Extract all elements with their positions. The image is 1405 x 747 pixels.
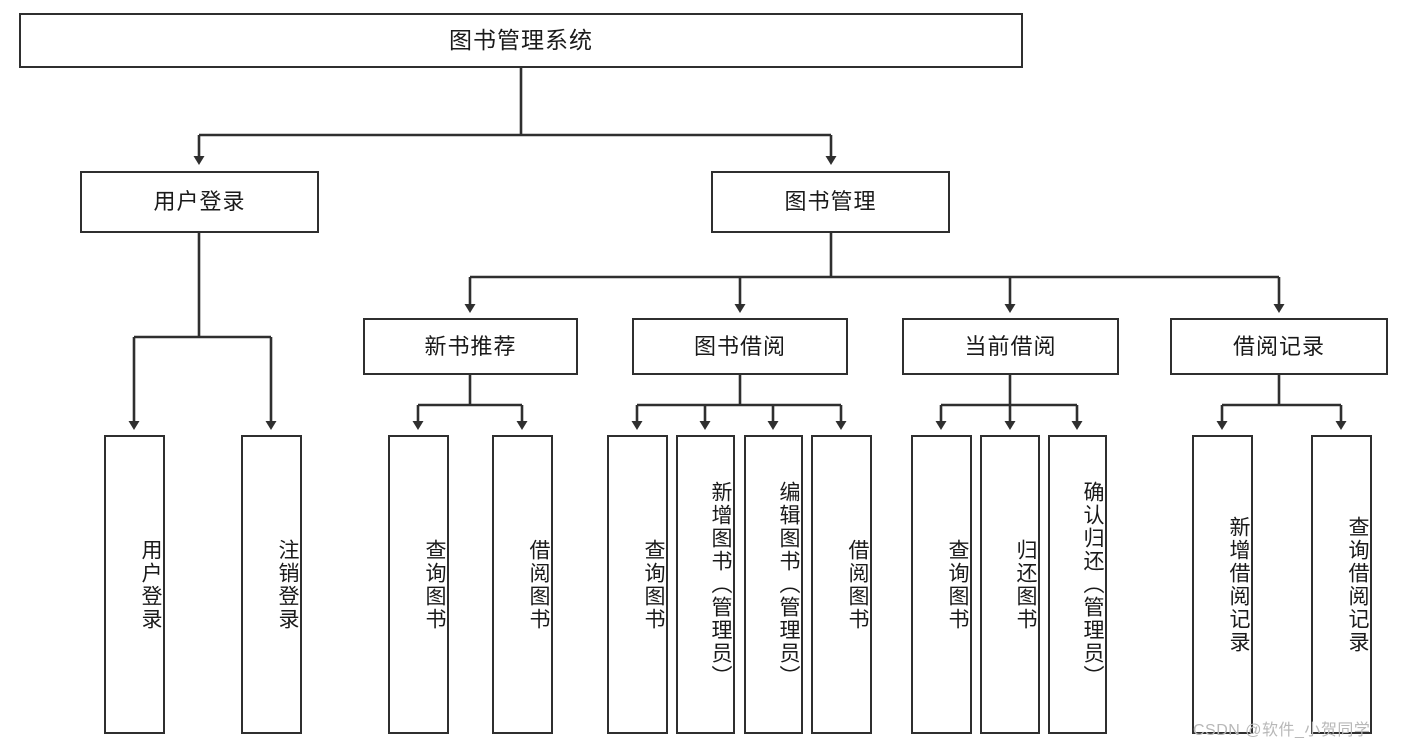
node-label: 用户登录 <box>139 538 162 631</box>
node-user-login[interactable]: 用户登录 <box>80 171 319 233</box>
node-label: 新书推荐 <box>424 333 517 359</box>
node-book-borrow[interactable]: 图书借阅 <box>632 318 848 375</box>
node-label: 确认归还（管理员） <box>1081 481 1104 688</box>
leaf-query-book-borrow[interactable]: 查询图书 <box>607 435 668 734</box>
node-label: 编辑图书（管理员） <box>777 481 800 688</box>
node-borrow-records[interactable]: 借阅记录 <box>1170 318 1388 375</box>
node-root-library-system[interactable]: 图书管理系统 <box>19 13 1023 68</box>
leaf-query-book-current[interactable]: 查询图书 <box>911 435 972 734</box>
node-book-management[interactable]: 图书管理 <box>711 171 950 233</box>
node-label: 图书管理系统 <box>449 27 593 54</box>
node-label: 图书管理 <box>784 189 877 215</box>
leaf-confirm-return-admin[interactable]: 确认归还（管理员） <box>1048 435 1107 734</box>
leaf-query-book-recommend[interactable]: 查询图书 <box>388 435 449 734</box>
node-label: 注销登录 <box>276 538 299 631</box>
node-label: 借阅记录 <box>1232 333 1325 359</box>
node-label: 查询图书 <box>946 538 969 631</box>
leaf-edit-book-admin[interactable]: 编辑图书（管理员） <box>744 435 803 734</box>
leaf-add-borrow-record[interactable]: 新增借阅记录 <box>1192 435 1253 734</box>
leaf-user-login[interactable]: 用户登录 <box>104 435 165 734</box>
csdn-watermark: CSDN @软件_小贺同学 <box>1193 722 1371 739</box>
leaf-borrow-book[interactable]: 借阅图书 <box>811 435 872 734</box>
node-label: 借阅图书 <box>846 538 869 631</box>
leaf-borrow-book-recommend[interactable]: 借阅图书 <box>492 435 553 734</box>
node-label: 新增图书（管理员） <box>709 481 732 688</box>
node-label: 当前借阅 <box>964 333 1057 359</box>
node-new-book-recommend[interactable]: 新书推荐 <box>363 318 578 375</box>
leaf-return-book[interactable]: 归还图书 <box>980 435 1040 734</box>
leaf-add-book-admin[interactable]: 新增图书（管理员） <box>676 435 735 734</box>
node-label: 借阅图书 <box>527 538 550 631</box>
node-label: 图书借阅 <box>693 333 786 359</box>
leaf-logout[interactable]: 注销登录 <box>241 435 302 734</box>
node-label: 用户登录 <box>153 189 246 215</box>
leaf-query-borrow-record[interactable]: 查询借阅记录 <box>1311 435 1372 734</box>
node-current-borrow[interactable]: 当前借阅 <box>902 318 1119 375</box>
node-label: 查询借阅记录 <box>1346 515 1369 654</box>
node-label: 查询图书 <box>423 538 446 631</box>
node-label: 归还图书 <box>1014 538 1037 631</box>
node-label: 查询图书 <box>642 538 665 631</box>
node-label: 新增借阅记录 <box>1227 515 1250 654</box>
